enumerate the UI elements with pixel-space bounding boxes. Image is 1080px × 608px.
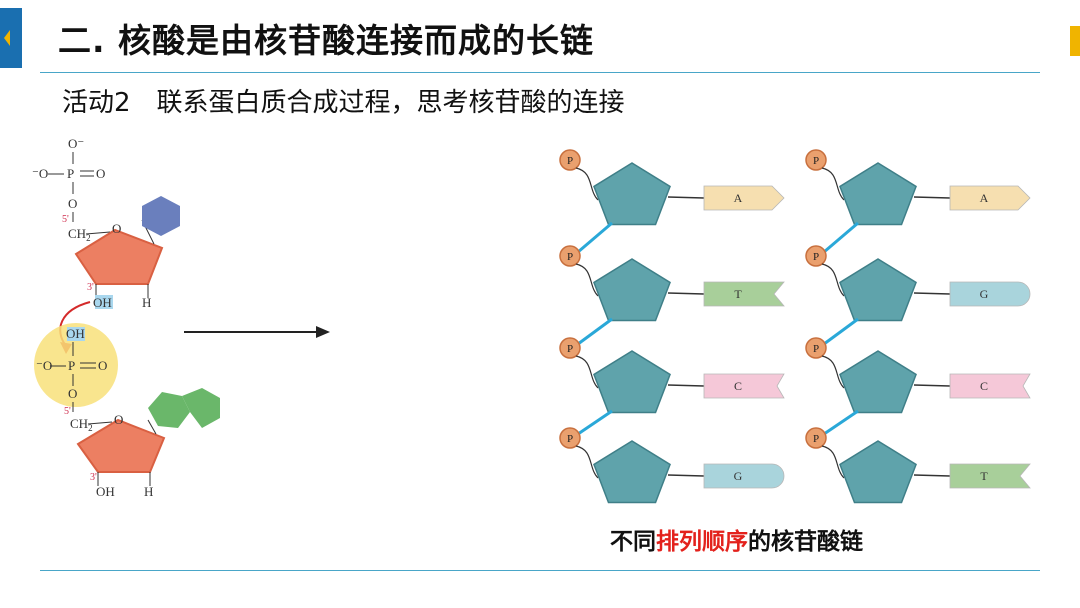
top-oh-label: OH xyxy=(93,295,112,310)
phosphate-highlight-circle xyxy=(34,323,118,407)
bottom-h-label: H xyxy=(144,484,153,499)
chain2-bond-3 xyxy=(823,409,859,436)
top-base-hexagon xyxy=(142,196,180,236)
chain1-phosphate-label-2: P xyxy=(567,251,573,263)
chain2-phosphate-4 xyxy=(805,427,827,449)
bottom-phosphate-p: P xyxy=(68,358,75,373)
bottom-phosphate-o-bottom: O xyxy=(68,386,77,401)
bottom-ring-oxygen: O xyxy=(114,412,123,427)
chain1-base-label-1: A xyxy=(734,191,743,205)
activity-text: 联系蛋白质合成过程，思考核苷酸的连接 xyxy=(156,88,625,118)
chain2-bond-1 xyxy=(823,221,859,254)
nucleotide-chains-figure: P A P T P C P G P A P G P C P T xyxy=(559,149,1031,504)
chain1-base-4 xyxy=(703,463,785,489)
top-carbon3-label: 3' xyxy=(87,282,94,293)
chain2-base-label-3: C xyxy=(980,379,988,393)
chain1-sugar-3 xyxy=(593,350,671,414)
chain2-phosphate-3 xyxy=(805,337,827,359)
bottom-carbon3-label: 3' xyxy=(90,472,97,483)
chain1-bond-1 xyxy=(577,221,613,254)
activity-line: 活动2 联系蛋白质合成过程，思考核苷酸的连接 xyxy=(62,82,625,119)
top-carbon5-label: 5' xyxy=(62,214,69,225)
chain1-sugar-2 xyxy=(593,258,671,322)
top-phosphate-o-left: ⁻O xyxy=(32,166,48,181)
top-phosphate-o-top: O⁻ xyxy=(68,136,84,151)
chain2-phosphate-label-1: P xyxy=(813,155,819,167)
top-phosphate-o-bottom: O xyxy=(68,196,77,211)
chain2-base-label-2: G xyxy=(980,287,989,301)
chain2-base-label-4: T xyxy=(980,469,988,483)
top-ring-oxygen: O xyxy=(112,221,121,236)
chain2-phosphate-label-4: P xyxy=(813,433,819,445)
bottom-phosphate-o-left: ⁻O xyxy=(36,358,52,373)
chain1-bond-3 xyxy=(577,409,613,436)
activity-label: 活动2 xyxy=(62,88,131,118)
top-ribose-sugar xyxy=(74,228,164,285)
bottom-base-purine xyxy=(148,392,190,428)
caption-before: 不同 xyxy=(610,529,656,555)
title-accent-bar xyxy=(0,8,22,68)
top-ch2-label: CH2 xyxy=(68,226,91,243)
bottom-ribose-sugar xyxy=(76,418,166,473)
chain1-phosphate-2 xyxy=(559,245,581,267)
chain2-base-4 xyxy=(949,463,1031,489)
title-accent-right xyxy=(1070,26,1080,56)
reaction-arrow xyxy=(184,326,330,338)
page-title: 二. 核酸是由核苷酸连接而成的长链 xyxy=(58,21,595,60)
chain1-phosphate-4 xyxy=(559,427,581,449)
chain1-phosphate-label-3: P xyxy=(567,343,573,355)
chain1-sugar-1 xyxy=(593,162,671,226)
chain2-phosphate-1 xyxy=(805,149,827,171)
bottom-carbon5-label: 5' xyxy=(64,406,71,417)
chain2-base-label-1: A xyxy=(980,191,989,205)
chain1-phosphate-1 xyxy=(559,149,581,171)
chain2-sugar-1 xyxy=(839,162,917,226)
chain2-sugar-4 xyxy=(839,440,917,504)
nucleotide-reaction-diagram: O⁻ ⁻O P O O 5' CH2 O 3' OH H OH ⁻O P O O xyxy=(32,136,220,499)
top-phosphate-o-right: O xyxy=(96,166,105,181)
bottom-ch2-label: CH2 xyxy=(70,416,93,433)
chain1-base-label-4: G xyxy=(734,469,743,483)
caption-highlight: 排列顺序 xyxy=(656,529,748,555)
chain2-sugar-2 xyxy=(839,258,917,322)
chain2-phosphate-2 xyxy=(805,245,827,267)
chain2-sugar-3 xyxy=(839,350,917,414)
figure-caption: 不同排列顺序的核苷酸链 xyxy=(610,522,863,556)
chain1-phosphate-label-1: P xyxy=(567,155,573,167)
bottom-phosphate-group: OH ⁻O P O O xyxy=(36,326,107,412)
header-divider xyxy=(40,72,1040,73)
bottom-phosphate-oh: OH xyxy=(66,326,85,341)
chain1-base-3 xyxy=(703,373,785,399)
bottom-phosphate-o-right: O xyxy=(98,358,107,373)
chain2-bond-2 xyxy=(823,317,859,346)
top-h-label: H xyxy=(142,295,151,310)
chain1-base-2 xyxy=(703,281,785,307)
chain1-phosphate-3 xyxy=(559,337,581,359)
top-phosphate-group: O⁻ ⁻O P O O xyxy=(32,136,105,222)
chain1-sugar-4 xyxy=(593,440,671,504)
chain2-phosphate-label-2: P xyxy=(813,251,819,263)
bottom-oh-label: OH xyxy=(96,484,115,499)
top-phosphate-p: P xyxy=(67,166,74,181)
footer-divider xyxy=(40,570,1040,571)
caption-after: 的核苷酸链 xyxy=(748,529,863,555)
chain1-base-1 xyxy=(703,185,785,211)
chain2-base-1 xyxy=(949,185,1031,211)
chain2-phosphate-label-3: P xyxy=(813,343,819,355)
chain1-phosphate-label-4: P xyxy=(567,433,573,445)
chain2-base-2 xyxy=(949,281,1031,307)
chain1-bond-2 xyxy=(577,317,613,346)
chain1-base-label-2: T xyxy=(734,287,742,301)
chain1-base-label-3: C xyxy=(734,379,742,393)
chain2-base-3 xyxy=(949,373,1031,399)
